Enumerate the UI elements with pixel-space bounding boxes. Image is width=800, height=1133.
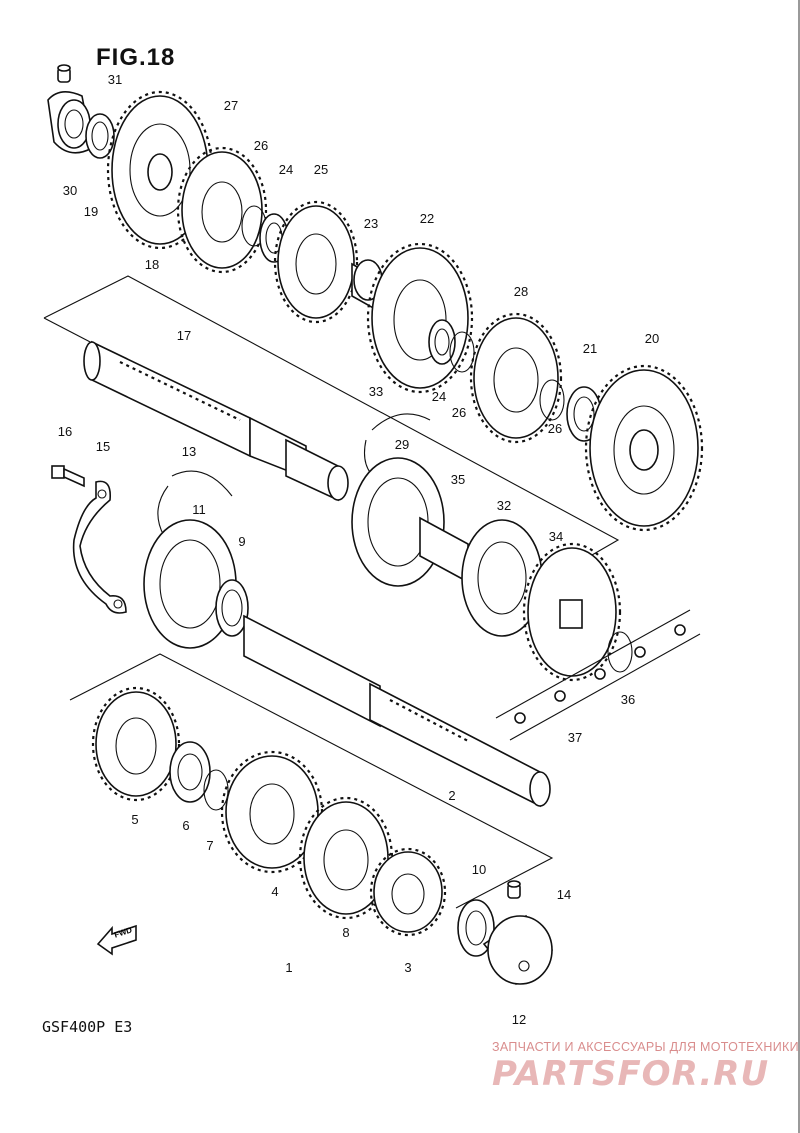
part-10-washer[interactable]: [457, 899, 495, 957]
callout-4: 4: [271, 884, 279, 899]
callout-5: 5: [131, 812, 139, 827]
callout-29: 29: [394, 437, 410, 452]
page-edge: [798, 0, 800, 1133]
callout-14: 14: [556, 887, 572, 902]
model-label: GSF400P E3: [42, 1018, 133, 1036]
part-35-bearing[interactable]: [351, 457, 469, 587]
part-28-gear[interactable]: [469, 312, 563, 444]
fwd-arrow-icon: [96, 924, 137, 956]
callout-1: 1: [285, 960, 293, 975]
callout-30: 30: [62, 183, 78, 198]
part-9-ring[interactable]: [215, 579, 249, 637]
callout-24: 24: [431, 389, 447, 404]
callout-23: 23: [363, 216, 379, 231]
callout-3: 3: [404, 960, 412, 975]
callout-22: 22: [419, 211, 435, 226]
part-36-circlip[interactable]: [607, 631, 633, 673]
part-11-bearing[interactable]: [143, 519, 237, 649]
part-20-gear[interactable]: [584, 364, 704, 532]
callout-26: 26: [547, 421, 563, 436]
callout-37: 37: [567, 730, 583, 745]
callout-36: 36: [620, 692, 636, 707]
part-34-sprocket[interactable]: [522, 542, 622, 682]
part-16-bolt[interactable]: [51, 465, 85, 488]
callout-2: 2: [448, 788, 456, 803]
callout-27: 27: [223, 98, 239, 113]
callout-18: 18: [144, 257, 160, 272]
callout-21: 21: [582, 341, 598, 356]
part-17-countershaft[interactable]: [83, 340, 349, 502]
callout-28: 28: [513, 284, 529, 299]
callout-35: 35: [450, 472, 466, 487]
part-25-gear[interactable]: [273, 200, 359, 324]
callout-34: 34: [548, 529, 564, 544]
part-5-gear[interactable]: [91, 686, 181, 802]
callout-10: 10: [471, 862, 487, 877]
callout-20: 20: [644, 331, 660, 346]
callout-33: 33: [368, 384, 384, 399]
part-13-circlip[interactable]: [157, 470, 233, 537]
callout-7: 7: [206, 838, 214, 853]
part-19-washer[interactable]: [85, 113, 115, 159]
callout-11: 11: [192, 502, 206, 517]
part-31-pin[interactable]: [57, 64, 71, 83]
part-3-gear[interactable]: [369, 847, 447, 937]
part-30-bearing[interactable]: [47, 91, 93, 154]
callout-19: 19: [83, 204, 99, 219]
callout-12: 12: [511, 1012, 527, 1027]
callout-15: 15: [95, 439, 111, 454]
part-27-gear[interactable]: [176, 146, 268, 274]
callout-25: 25: [313, 162, 329, 177]
callout-26: 26: [253, 138, 269, 153]
part-7-washer[interactable]: [203, 769, 229, 811]
callout-16: 16: [57, 424, 73, 439]
part-24-washer-b[interactable]: [428, 319, 456, 365]
part-26-circlip-c[interactable]: [539, 379, 565, 421]
callout-32: 32: [496, 498, 512, 513]
part-2-driveshaft[interactable]: [243, 614, 551, 808]
callout-26: 26: [451, 405, 467, 420]
callout-13: 13: [181, 444, 197, 459]
part-37-chain[interactable]: [495, 609, 701, 741]
part-12-bearing[interactable]: [482, 914, 554, 986]
callout-17: 17: [176, 328, 192, 343]
watermark-logo: PARTSFOR.RU: [492, 1054, 770, 1094]
callout-31: 31: [107, 72, 123, 87]
assembly-frame-upper-side: [43, 317, 97, 346]
part-32-oil-seal[interactable]: [461, 519, 543, 637]
callout-8: 8: [342, 925, 350, 940]
callout-9: 9: [238, 534, 246, 549]
watermark-text: ЗАПЧАСТИ И АКСЕССУАРЫ ДЛЯ МОТОТЕХНИКИ: [492, 1040, 799, 1054]
figure-title: FIG.18: [96, 44, 176, 71]
callout-6: 6: [182, 818, 190, 833]
part-14-pin[interactable]: [507, 880, 521, 899]
part-15-retainer[interactable]: [72, 480, 127, 614]
assembly-frame-lower: [69, 653, 554, 909]
callout-24: 24: [278, 162, 294, 177]
